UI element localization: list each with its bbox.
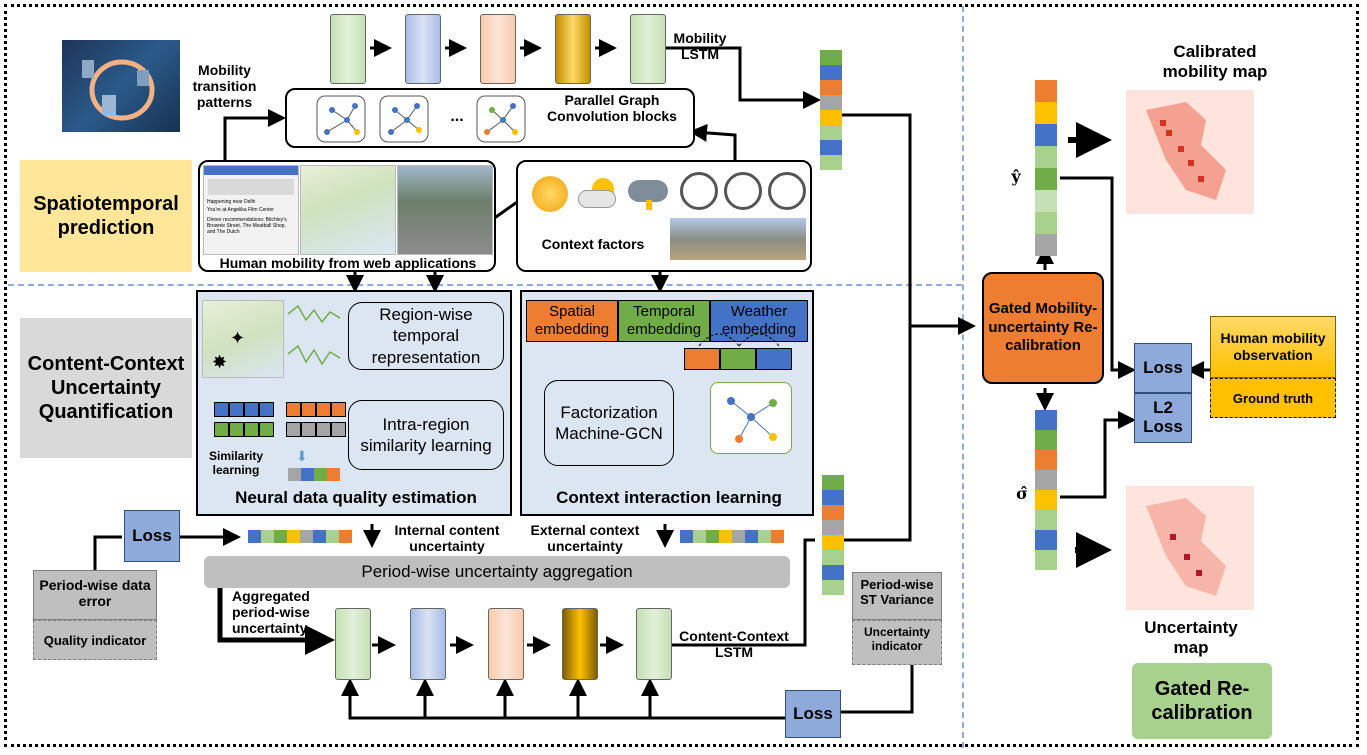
quality-indicator-box: Quality indicator [33, 620, 157, 660]
similarity-strip-2 [214, 422, 274, 437]
web-apps-panel: Happening near Delhi You're at Angelika … [198, 160, 496, 272]
cc-lstm-cell-4 [562, 608, 598, 680]
similarity-strip-4 [286, 422, 346, 437]
mobility-transition-label: Mobility transition patterns [192, 62, 257, 111]
temporal-embedding: Temporal embedding [618, 300, 710, 342]
pgc-blocks-panel: ... Parallel Graph Convolution blocks [285, 88, 695, 148]
partly-cloudy-icon [578, 178, 618, 208]
y-hat-strip [1035, 80, 1057, 256]
app-avatars [208, 179, 294, 195]
loss-right-box: Loss [1134, 343, 1192, 393]
l2-loss-box: L2 Loss [1134, 393, 1192, 443]
star-icon-2: ✸ [212, 352, 228, 372]
loss-bottom-box: Loss [785, 690, 841, 738]
external-uncertainty-strip [680, 530, 784, 543]
cc-lstm-label: Content-Context LSTM [679, 628, 789, 661]
outer-frame [4, 4, 1359, 747]
sigma-hat-symbol: σ̂ [1016, 484, 1028, 503]
external-uncertainty-label: External context uncertainty [530, 522, 640, 555]
context-factors-panel: Context factors [516, 160, 812, 272]
uncertainty-feature-strip [822, 475, 844, 595]
y-hat-symbol: ŷ [1011, 167, 1021, 186]
calibrated-mobility-map [1126, 90, 1254, 214]
timeseries-lines [287, 304, 341, 366]
clock-icon-2 [724, 172, 762, 210]
web-snippet-2: You're at Angelika Film Center [207, 207, 274, 213]
cc-lstm-cell-1 [335, 608, 371, 680]
neural-title: Neural data quality estimation [235, 488, 477, 507]
calibrated-map-label: Calibrated mobility map [1162, 42, 1268, 81]
similarity-learning-label: Similarity learning [208, 449, 264, 477]
star-icon-1: ✦ [230, 328, 246, 348]
uncertainty-map [1126, 486, 1254, 610]
similarity-output-strip [288, 468, 340, 481]
similarity-strip-3 [286, 402, 346, 417]
spatial-embedding: Spatial embedding [526, 300, 618, 342]
section-uncertainty: Content-Context Uncertainty Quantificati… [20, 318, 192, 458]
fm-cell-spatial [684, 348, 720, 370]
mobility-lstm-cell-1 [330, 14, 366, 84]
traffic-image [397, 165, 493, 255]
app-header-bar [204, 166, 298, 175]
mobility-lstm-cell-2 [405, 14, 441, 84]
mobility-lstm-cell-5 [630, 14, 666, 84]
internal-uncertainty-strip [248, 530, 352, 543]
highway-image [670, 218, 806, 260]
aggregation-bar: Period-wise uncertainty aggregation [204, 556, 790, 588]
pgc-ellipsis: ... [450, 108, 464, 125]
data-error-box: Period-wise data error [33, 570, 157, 620]
st-variance-box: Period-wise ST Variance [852, 572, 942, 620]
gated-recalibration-box: Gated Mobility-uncertainty Re-calibratio… [982, 272, 1104, 384]
intra-region-box: Intra-region similarity learning [348, 400, 504, 470]
section-gated: Gated Re-calibration [1132, 663, 1272, 739]
cc-lstm-cell-3 [488, 608, 524, 680]
fm-gcn-box: Factorization Machine-GCN [544, 380, 674, 466]
mobility-feature-strip [820, 50, 842, 170]
cc-lstm-cell-5 [636, 608, 672, 680]
aggregated-label: Aggregated period-wise uncertainty [232, 588, 310, 637]
down-arrow-icon: ⬇ [296, 448, 308, 464]
clock-icon-3 [768, 172, 806, 210]
graph-icons [316, 95, 526, 143]
internal-uncertainty-label: Internal content uncertainty [394, 522, 500, 555]
interaction-arcs [684, 322, 792, 348]
horizontal-divider [8, 284, 962, 286]
cc-lstm-cell-2 [410, 608, 446, 680]
gcn-graph-icon [710, 382, 792, 454]
web-map-image [300, 165, 396, 255]
web-snippet-1: Happening near Delhi [207, 199, 256, 205]
context-title: Context interaction learning [556, 488, 782, 507]
web-snippet-3: Dinner recommendations: Bitchley's Brown… [207, 217, 287, 235]
region-wise-box: Region-wise temporal representation [348, 302, 504, 370]
mobility-lstm-label: Mobility LSTM [673, 30, 727, 63]
neural-map-image [202, 300, 284, 378]
fm-cell-weather [756, 348, 792, 370]
fm-cell-temporal [720, 348, 756, 370]
web-apps-label: Human mobility from web applications [219, 255, 477, 271]
transition-loop-icon [82, 59, 155, 121]
mobility-lstm-cell-3 [480, 14, 516, 84]
section-spatiotemporal: Spatiotemporal prediction [20, 160, 192, 272]
pgc-label: Parallel Graph Convolution blocks [547, 92, 677, 125]
context-factors-label: Context factors [541, 236, 645, 252]
context-interaction-panel: Spatial embedding Temporal embedding Wea… [520, 290, 814, 516]
mobility-lstm-cell-4 [555, 14, 591, 84]
satellite-image [62, 40, 180, 132]
neural-quality-panel: ✦ ✸ Region-wise temporal representation … [196, 290, 512, 516]
web-app-screenshot: Happening near Delhi You're at Angelika … [203, 165, 299, 255]
similarity-strip-1 [214, 402, 274, 417]
vertical-divider [962, 6, 964, 748]
loss-left-box: Loss [124, 510, 180, 562]
uncertainty-indicator-box: Uncertainty indicator [852, 620, 942, 665]
storm-cloud-icon [628, 176, 670, 212]
sigma-hat-strip [1035, 410, 1057, 570]
sun-icon [532, 176, 568, 212]
weather-embedding: Weather embedding [710, 300, 808, 342]
clock-icon-1 [680, 172, 718, 210]
human-observation-box: Human mobility observation [1210, 316, 1336, 378]
ground-truth-box: Ground truth [1210, 378, 1336, 418]
uncertainty-map-label: Uncertainty map [1144, 618, 1238, 657]
